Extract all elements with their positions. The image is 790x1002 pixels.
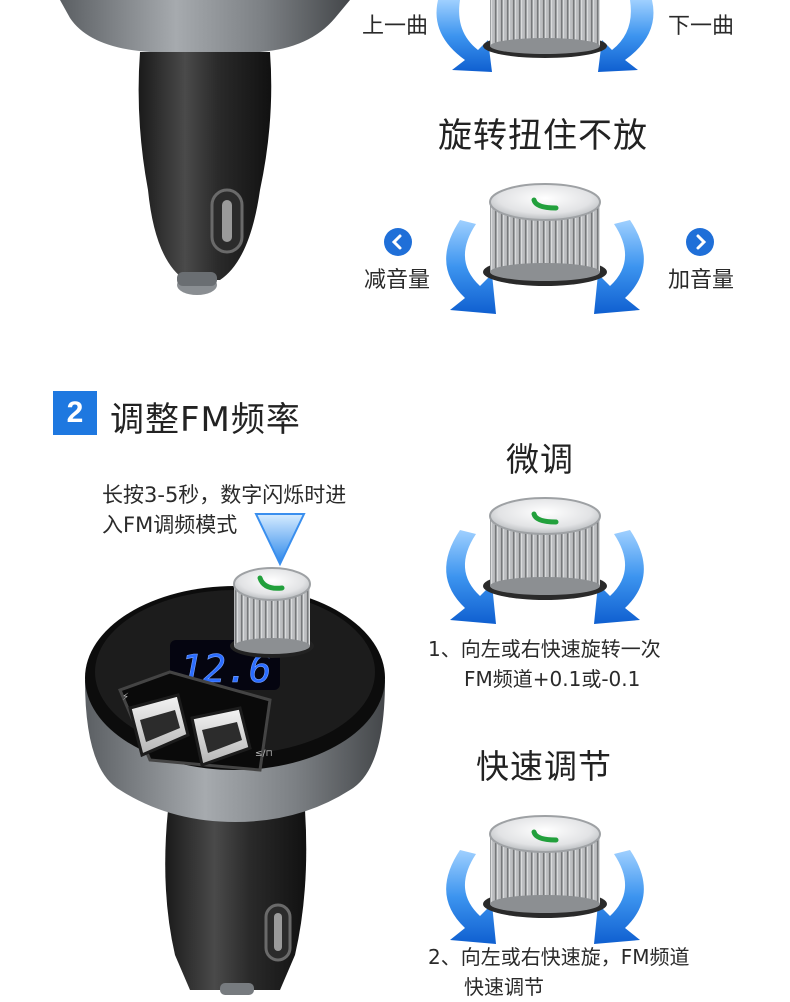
charger-top-illustration xyxy=(60,0,350,295)
fine-tune-note-line-2: FM频道+0.1或-0.1 xyxy=(464,667,641,691)
fast-tune-note-line-1: 2、向左或右快速旋，FM频道 xyxy=(428,945,690,969)
rotate-arrow-icon xyxy=(446,530,644,624)
svg-text:≤/⊓: ≤/⊓ xyxy=(255,749,273,759)
usb-port-icon xyxy=(190,706,252,767)
hold-rotate-heading: 旋转扭住不放 xyxy=(438,116,648,156)
knob-icon xyxy=(483,497,607,600)
volume-down-label: 减音量 xyxy=(364,268,431,293)
section-number-badge: 2 xyxy=(53,391,97,435)
phone-icon xyxy=(531,197,559,211)
section-title: 调整FM频率 xyxy=(110,400,301,440)
instruction-line-1: 长按3-5秒，数字闪烁时进 xyxy=(102,483,347,507)
fast-tune-heading: 快速调节 xyxy=(476,747,612,786)
knob-icon xyxy=(230,567,314,658)
rotate-arrow-icon xyxy=(446,220,644,314)
charger-illustration: 12.6 ≤/⊓ ⚡ xyxy=(85,586,385,995)
phone-icon xyxy=(257,575,285,591)
rotate-arrow-icon xyxy=(446,850,644,944)
knob-icon xyxy=(483,183,607,286)
phone-icon xyxy=(531,829,559,843)
fine-tune-heading: 微调 xyxy=(506,440,574,479)
chevron-right-icon xyxy=(686,228,714,256)
knob-icon xyxy=(483,0,607,58)
down-arrow-icon xyxy=(254,513,306,567)
instruction-line-2: 入FM调频模式 xyxy=(102,513,238,537)
fine-tune-note: 1、向左或右快速旋转一次 FM频道+0.1或-0.1 xyxy=(428,634,661,694)
chevron-left-icon xyxy=(384,228,412,256)
phone-icon xyxy=(531,511,559,525)
svg-text:⚡: ⚡ xyxy=(122,692,129,703)
fine-tune-note-line-1: 1、向左或右快速旋转一次 xyxy=(428,637,661,661)
instruction-text: 长按3-5秒，数字闪烁时进 入FM调频模式 xyxy=(102,480,346,540)
fast-tune-note-line-2: 快速调节 xyxy=(464,975,544,999)
next-track-label: 下一曲 xyxy=(668,14,735,39)
rotate-arrow-icon xyxy=(436,0,654,72)
knob-icon xyxy=(483,815,607,918)
fast-tune-note: 2、向左或右快速旋，FM频道 快速调节 xyxy=(428,942,689,1002)
volume-up-label: 加音量 xyxy=(668,268,735,293)
prev-track-label: 上一曲 xyxy=(362,14,429,39)
usb-port-icon xyxy=(128,693,190,758)
